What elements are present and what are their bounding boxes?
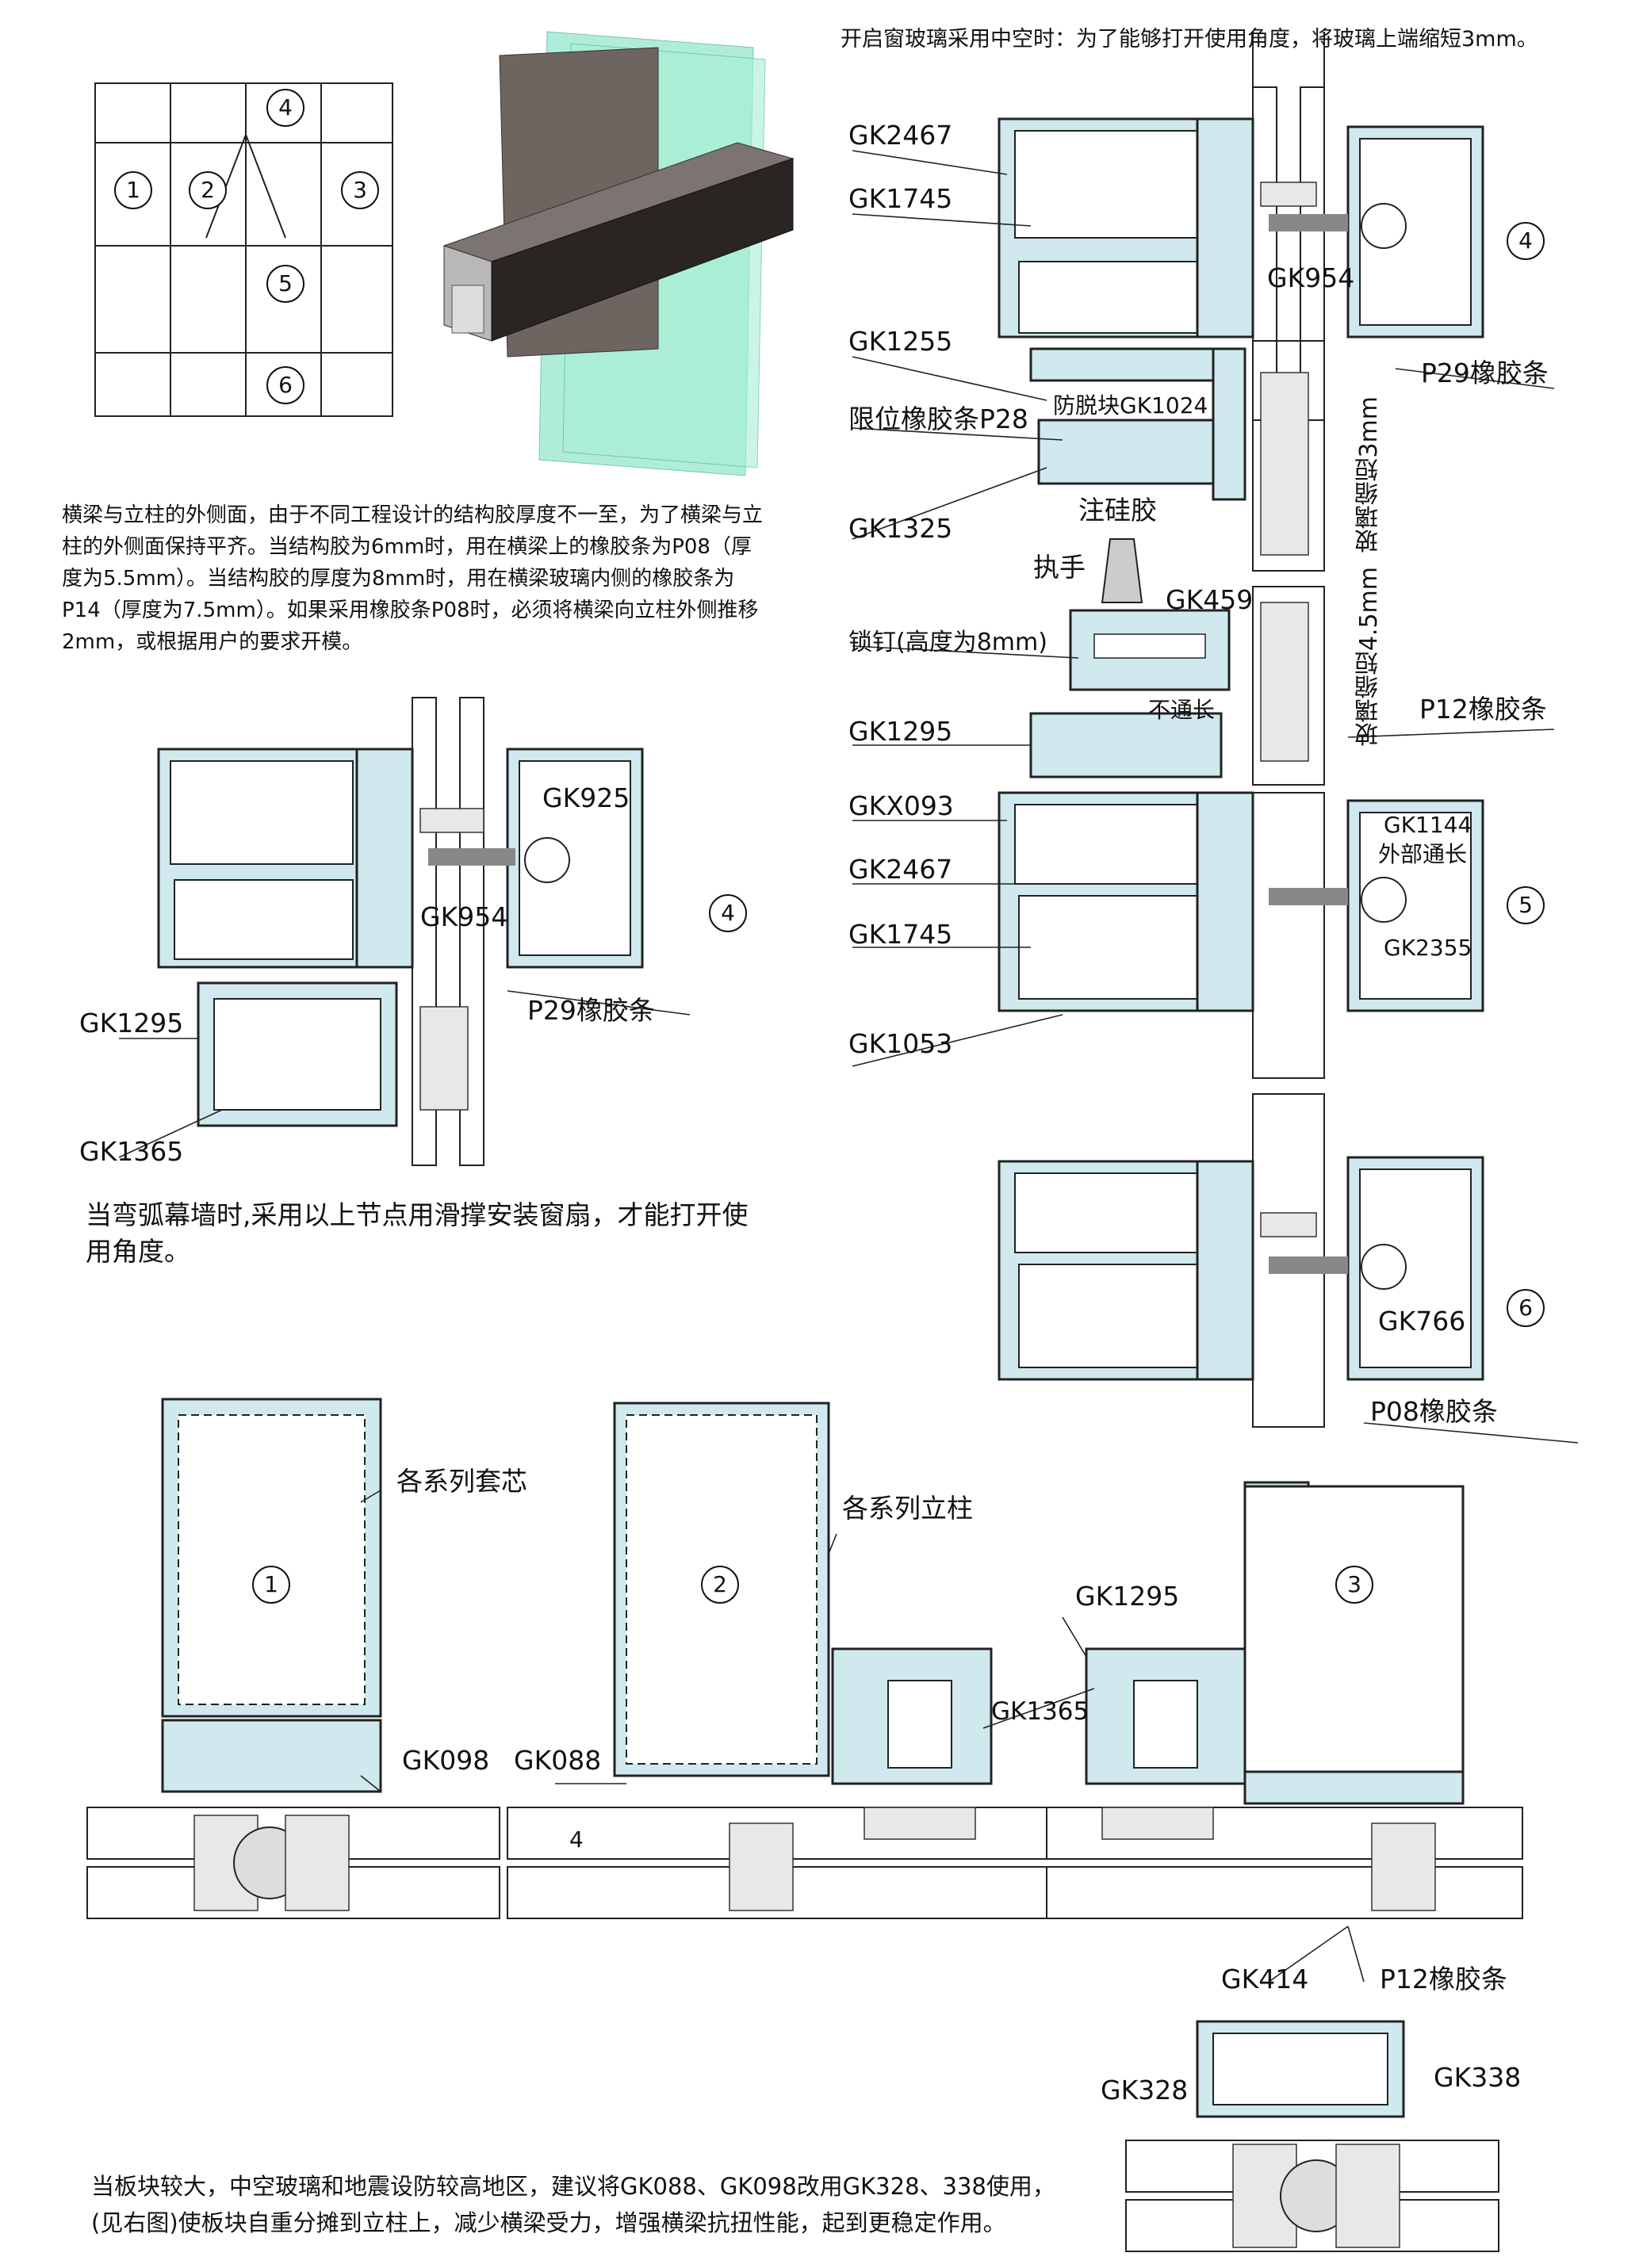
label-gk1745-a: GK1745: [848, 183, 953, 214]
label-silicone: 注硅胶: [1078, 495, 1157, 526]
label-gk766: GK766: [1378, 1306, 1466, 1337]
grid-marker-5: 5: [266, 265, 304, 303]
label-lock: 锁钉(高度为8mm): [848, 629, 1047, 656]
label-gk2467-b: GK2467: [848, 854, 953, 885]
label-gk1053: GK1053: [848, 1028, 953, 1059]
section-marker-3: 3: [1335, 1566, 1373, 1604]
note-top-right: 开启窗玻璃采用中空时：为了能够打开使用角度，将玻璃上端缩短3mm。: [841, 27, 1538, 52]
section-bottom-2: [507, 1402, 1047, 1919]
label-gk088: GK088: [514, 1745, 602, 1776]
label-gk1295-right: GK1295: [848, 716, 953, 747]
label-gk1745-b: GK1745: [848, 919, 953, 950]
grid-marker-6: 6: [266, 366, 304, 404]
section-node-5-right: [998, 791, 1484, 1079]
label-dimension-4: 4: [569, 1826, 584, 1853]
label-block-gk1024: 防脱块GK1024: [1053, 392, 1208, 419]
grid-marker-2: 2: [189, 171, 227, 209]
isometric-render: [442, 31, 795, 476]
label-gk1144: GK1144: [1384, 812, 1472, 838]
label-core: 各系列套芯: [396, 1466, 527, 1497]
label-gk098: GK098: [402, 1745, 490, 1776]
label-gk338: GK338: [1434, 2062, 1522, 2093]
label-gk1295-bottom: GK1295: [1075, 1581, 1180, 1612]
label-glass-45mm: 玻璃缩短4.5mm: [1355, 567, 1383, 747]
section-marker-1: 1: [252, 1566, 290, 1604]
label-p08: P08橡胶条: [1370, 1396, 1498, 1427]
label-column: 各系列立柱: [842, 1493, 973, 1524]
section-marker-2: 2: [701, 1566, 739, 1604]
section-bottom-1: [86, 1398, 500, 1919]
node-marker-6-right: 6: [1507, 1289, 1545, 1327]
section-bottom-4: [1125, 2020, 1499, 2252]
section-node-6-right: [998, 1093, 1484, 1428]
section-bottom-3: [1046, 1481, 1523, 1919]
label-gk2467-a: GK2467: [848, 120, 953, 151]
section-window-sash: [1029, 340, 1325, 786]
label-gk1365-bottom: GK1365: [991, 1697, 1089, 1726]
grid-marker-1: 1: [114, 171, 152, 209]
label-glass-3mm: 玻璃缩短3mm: [1355, 396, 1383, 553]
label-gk1255: GK1255: [848, 326, 953, 357]
label-gk328: GK328: [1101, 2075, 1189, 2105]
grid-marker-3: 3: [341, 171, 379, 209]
elevation-grid: [94, 82, 393, 417]
label-gk2355: GK2355: [1384, 935, 1472, 961]
label-p12-bottom: P12橡胶条: [1380, 1964, 1507, 1995]
leader-lines: [118, 150, 1579, 1983]
note-bottom: 当板块较大，中空玻璃和地震设防较高地区，建议将GK088、GK098改用GK32…: [91, 2173, 1055, 2236]
label-p12-a: P12橡胶条: [1419, 694, 1547, 725]
note-mid-left: 当弯弧幕墙时,采用以上节点用滑撑安装窗扇，才能打开使用角度。: [86, 1199, 749, 1267]
node-marker-5-right: 5: [1507, 886, 1545, 924]
label-gk459: GK459: [1166, 584, 1254, 615]
label-gk954-left: GK954: [420, 901, 508, 932]
label-p29-left: P29橡胶条: [527, 995, 655, 1026]
label-outer-full: 外部通长: [1378, 841, 1468, 867]
label-handle: 执手: [1033, 552, 1086, 583]
label-gk954-a: GK954: [1267, 262, 1355, 293]
label-gk1295-left: GK1295: [79, 1008, 184, 1038]
node-marker-4-left: 4: [709, 894, 747, 932]
section-node-4-right: [998, 32, 1484, 421]
note-left-paragraph: 横梁与立柱的外侧面，由于不同工程设计的结构胶厚度不一至，为了横梁与立柱的外侧面保…: [62, 503, 764, 654]
label-not-full: 不通长: [1148, 697, 1216, 723]
label-gkx093: GKX093: [848, 790, 954, 821]
label-gk1325: GK1325: [848, 513, 953, 544]
node-marker-4-right: 4: [1507, 222, 1545, 260]
section-node-4-left: [157, 697, 644, 1166]
label-p29-a: P29橡胶条: [1421, 358, 1549, 388]
label-gk414: GK414: [1221, 1964, 1309, 1995]
label-gk1365-left: GK1365: [79, 1136, 184, 1167]
grid-marker-4: 4: [266, 89, 304, 127]
label-gk925: GK925: [542, 782, 630, 813]
label-p28: 限位橡胶条P28: [848, 403, 1028, 434]
